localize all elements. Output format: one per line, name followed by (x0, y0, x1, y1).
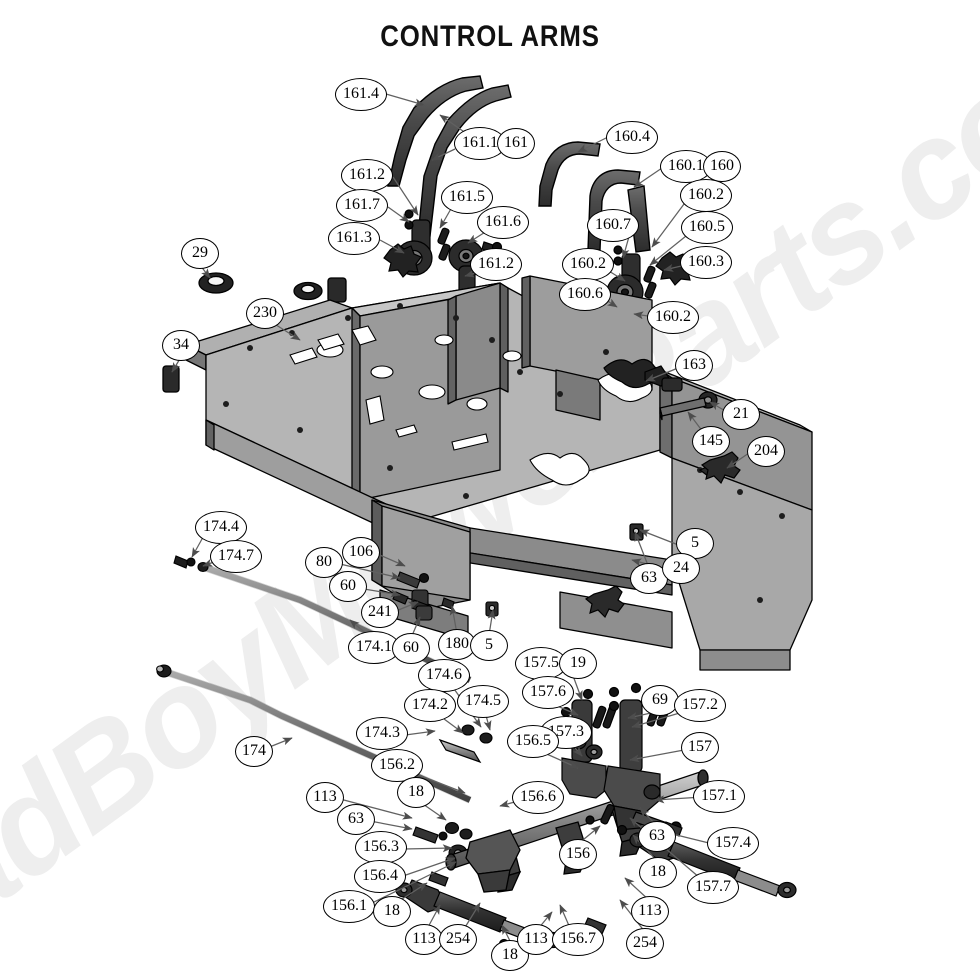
callout-157-5[interactable]: 157.5 (515, 646, 567, 680)
leader-line (631, 711, 684, 729)
callout-174[interactable]: 174 (235, 735, 273, 767)
callout-160-2[interactable]: 160.2 (680, 178, 732, 212)
callout-161-5[interactable]: 161.5 (441, 180, 493, 214)
callout-161[interactable]: 161 (497, 127, 535, 159)
leader-line (402, 857, 456, 877)
callout-254[interactable]: 254 (626, 927, 664, 959)
callout-160-7[interactable]: 160.7 (587, 208, 639, 242)
leader-line (392, 176, 419, 216)
callout-157-6[interactable]: 157.6 (522, 675, 574, 709)
leader-line (395, 601, 419, 612)
callout-69[interactable]: 69 (641, 684, 679, 716)
callout-18[interactable]: 18 (491, 939, 529, 971)
leader-line (374, 552, 406, 567)
callout-156[interactable]: 156 (559, 838, 597, 870)
leader-line (463, 902, 481, 930)
callout-161-4[interactable]: 161.4 (335, 77, 387, 111)
callout-174-2[interactable]: 174.2 (404, 688, 456, 722)
callout-18[interactable]: 18 (397, 776, 435, 808)
leader-line (272, 322, 301, 341)
leader-line (726, 452, 750, 469)
callout-19[interactable]: 19 (559, 647, 597, 679)
callout-60[interactable]: 60 (329, 570, 367, 602)
page-title: CONTROL ARMS (380, 20, 600, 53)
callout-174-6[interactable]: 174.6 (418, 658, 470, 692)
callout-157-7[interactable]: 157.7 (687, 870, 739, 904)
callout-80[interactable]: 80 (305, 546, 343, 578)
callout-18[interactable]: 18 (373, 895, 411, 927)
callout-156-6[interactable]: 156.6 (512, 780, 564, 814)
leader-line (634, 531, 650, 569)
callout-174-7[interactable]: 174.7 (210, 539, 262, 573)
callout-160-2[interactable]: 160.2 (647, 300, 699, 334)
leader-line (431, 148, 456, 161)
frame-details (289, 325, 653, 486)
callout-161-2[interactable]: 161.2 (470, 247, 522, 281)
callout-160-4[interactable]: 160.4 (606, 120, 658, 154)
callout-160-6[interactable]: 160.6 (559, 277, 611, 311)
callout-160-3[interactable]: 160.3 (680, 245, 732, 279)
callout-161-6[interactable]: 161.6 (477, 205, 529, 239)
leader-line (645, 367, 679, 382)
leader-line (639, 529, 682, 547)
leader-line (339, 563, 401, 580)
callout-18[interactable]: 18 (639, 856, 677, 888)
callout-254[interactable]: 254 (439, 923, 477, 955)
callout-34[interactable]: 34 (162, 329, 200, 361)
callout-21[interactable]: 21 (722, 398, 760, 430)
leader-line (633, 167, 663, 188)
callout-145[interactable]: 145 (692, 425, 730, 457)
callout-156-5[interactable]: 156.5 (507, 724, 559, 758)
callout-161-2[interactable]: 161.2 (341, 158, 393, 192)
callout-230[interactable]: 230 (246, 297, 284, 329)
leader-line (385, 93, 425, 107)
callout-241[interactable]: 241 (361, 596, 399, 628)
callout-113[interactable]: 113 (631, 895, 669, 927)
callout-113[interactable]: 113 (405, 923, 443, 955)
leader-line (369, 820, 413, 832)
callout-174-5[interactable]: 174.5 (457, 684, 509, 718)
callout-174-1[interactable]: 174.1 (348, 630, 400, 664)
callout-156-2[interactable]: 156.2 (371, 748, 423, 782)
callout-160-5[interactable]: 160.5 (681, 210, 733, 244)
callout-174-4[interactable]: 174.4 (195, 510, 247, 544)
leader-line (363, 588, 401, 598)
leader-line (403, 844, 453, 853)
callout-157-4[interactable]: 157.4 (707, 826, 759, 860)
callout-156-3[interactable]: 156.3 (355, 830, 407, 864)
callout-157-2[interactable]: 157.2 (674, 688, 726, 722)
leader-line (387, 206, 410, 223)
callout-204[interactable]: 204 (747, 435, 785, 467)
leader-line (339, 798, 413, 820)
callout-161-3[interactable]: 161.3 (328, 221, 380, 255)
leader-line (649, 231, 692, 266)
leader-line (410, 771, 466, 794)
callout-161-7[interactable]: 161.7 (336, 188, 388, 222)
callout-63[interactable]: 63 (638, 820, 676, 852)
callout-24[interactable]: 24 (662, 552, 700, 584)
callout-106[interactable]: 106 (342, 536, 380, 568)
leader-line (629, 749, 685, 763)
leader-line (398, 882, 428, 902)
callout-160[interactable]: 160 (703, 150, 741, 182)
callout-113[interactable]: 113 (517, 923, 555, 955)
bushings (162, 272, 347, 393)
callout-63[interactable]: 63 (337, 803, 375, 835)
callout-160-2[interactable]: 160.2 (562, 247, 614, 281)
leader-line (577, 136, 609, 153)
callout-157[interactable]: 157 (681, 731, 719, 763)
callout-163[interactable]: 163 (675, 349, 713, 381)
callout-174-3[interactable]: 174.3 (356, 716, 408, 750)
leader-line (379, 239, 405, 254)
callout-29[interactable]: 29 (181, 237, 219, 269)
callout-5[interactable]: 5 (470, 629, 508, 661)
callout-156-7[interactable]: 156.7 (552, 922, 604, 956)
callout-180[interactable]: 180 (438, 628, 476, 660)
callout-113[interactable]: 113 (306, 781, 344, 813)
callout-156-1[interactable]: 156.1 (323, 889, 375, 923)
callout-60[interactable]: 60 (392, 632, 430, 664)
callout-157-1[interactable]: 157.1 (693, 779, 745, 813)
callout-156-4[interactable]: 156.4 (354, 859, 406, 893)
